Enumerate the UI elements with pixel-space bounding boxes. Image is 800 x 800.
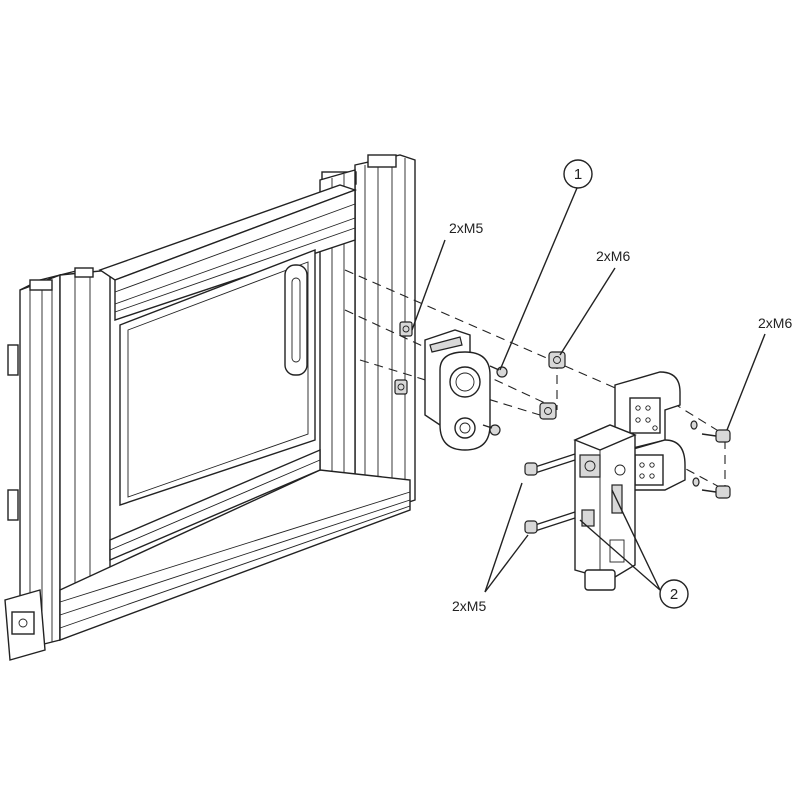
frame-slot-nuts	[394, 321, 413, 395]
hinge-bracket	[614, 371, 731, 499]
label-m5-switch: 2xM5	[452, 598, 486, 614]
callout-2: 2	[659, 579, 689, 609]
actuator-bracket	[424, 329, 491, 451]
glass-panel	[119, 248, 316, 506]
leader-lines	[411, 187, 766, 593]
frame-handle	[284, 264, 308, 376]
top-rail-front	[114, 188, 356, 321]
callout-2-number: 2	[670, 586, 678, 603]
right-post	[354, 154, 416, 521]
label-m6-nuts: 2xM6	[596, 248, 630, 264]
aluminium-frame	[4, 154, 416, 661]
m6-slot-nuts	[539, 351, 566, 420]
callout-1-number: 1	[574, 166, 582, 183]
label-m6-hinge: 2xM6	[758, 315, 792, 331]
label-m5-actuator: 2xM5	[449, 220, 483, 236]
safety-switch	[573, 424, 637, 591]
callout-1: 1	[563, 159, 593, 189]
switch-screws	[524, 453, 576, 534]
